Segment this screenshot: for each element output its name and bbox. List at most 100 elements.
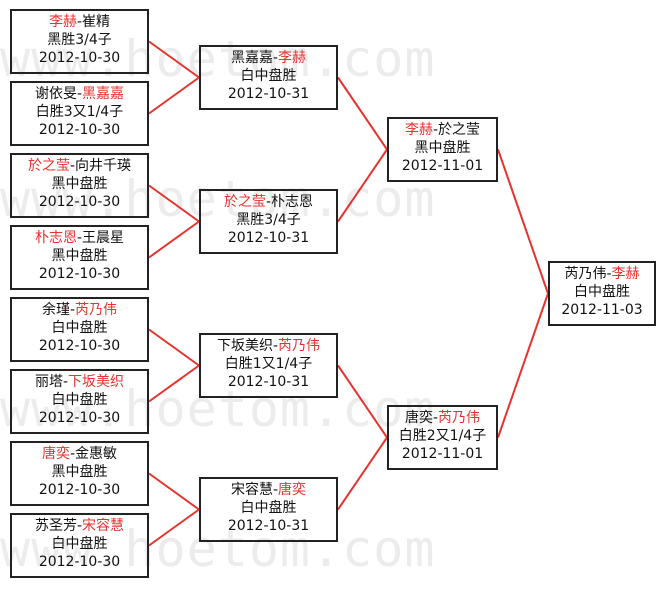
connector-line [337, 148, 388, 223]
match-date: 2012-10-30 [38, 554, 121, 570]
connector-line [148, 328, 200, 367]
match-players: 芮乃伟-李赫 [550, 265, 654, 283]
match-players: 苏圣芳-宋容慧 [12, 517, 147, 535]
connector-line [148, 40, 200, 79]
match-result: 白胜1又1/4子 [224, 356, 313, 372]
match-date: 2012-11-01 [401, 446, 484, 462]
match-date: 2012-10-30 [38, 482, 121, 498]
match-date: 2012-10-30 [38, 338, 121, 354]
player-white: 向井千瑛 [75, 158, 132, 174]
connector-line [148, 76, 200, 115]
player-black: 朴志恩 [34, 230, 77, 246]
match-players: 谢依旻-黑嘉嘉 [12, 85, 147, 103]
connector-line [148, 220, 200, 259]
player-white: 李赫 [611, 266, 640, 282]
player-white: 崔精 [82, 14, 111, 30]
match-players: 李赫-於之莹 [389, 121, 496, 139]
match-date: 2012-10-30 [38, 266, 121, 282]
player-black: 谢依旻 [34, 86, 77, 102]
match-result: 白中盘胜 [51, 320, 108, 336]
player-separator: - [272, 338, 279, 354]
player-white: 宋容慧 [82, 518, 125, 534]
player-separator: - [272, 482, 279, 498]
match-players: 余瑾-芮乃伟 [12, 301, 147, 319]
match-date: 2012-10-31 [227, 518, 310, 534]
match-date: 2012-11-01 [401, 158, 484, 174]
player-separator: - [76, 86, 83, 102]
match-players: 於之莹-朴志恩 [201, 193, 336, 211]
match-box-round-1-8: 苏圣芳-宋容慧白中盘胜 2012-10-30 [10, 513, 149, 578]
player-separator: - [76, 14, 83, 30]
match-result: 白胜2又1/4子 [398, 428, 487, 444]
player-separator: - [69, 446, 76, 462]
connector-line [337, 364, 388, 439]
match-result: 白中盘胜 [240, 68, 297, 84]
match-box-round-1-5: 余瑾-芮乃伟白中盘胜 2012-10-30 [10, 297, 149, 362]
player-separator: - [432, 122, 439, 138]
match-players: 朴志恩-王晨星 [12, 229, 147, 247]
player-separator: - [432, 410, 439, 426]
player-black: 於之莹 [27, 158, 70, 174]
player-white: 金惠敏 [75, 446, 118, 462]
player-black: 李赫 [48, 14, 77, 30]
player-white: 下坂美织 [68, 374, 125, 390]
match-players: 黑嘉嘉-李赫 [201, 49, 336, 67]
player-white: 李赫 [278, 50, 307, 66]
match-result: 白胜3又1/4子 [35, 104, 124, 120]
match-result: 白中盘胜 [240, 500, 297, 516]
player-separator: - [272, 50, 279, 66]
match-players: 丽塔-下坂美织 [12, 373, 147, 391]
connector-line [148, 472, 200, 511]
player-black: 余瑾 [41, 302, 70, 318]
player-black: 李赫 [404, 122, 433, 138]
match-players: 於之莹-向井千瑛 [12, 157, 147, 175]
match-box-round-3-2: 唐奕-芮乃伟白胜2又1/4子 2012-11-01 [387, 405, 498, 470]
match-players: 唐奕-金惠敏 [12, 445, 147, 463]
player-black: 唐奕 [41, 446, 70, 462]
connector-line [148, 184, 200, 223]
player-black: 下坂美织 [216, 338, 273, 354]
player-black: 芮乃伟 [564, 266, 607, 282]
match-result: 白中盘胜 [51, 536, 108, 552]
match-result: 白中盘胜 [51, 392, 108, 408]
match-box-round-2-4: 宋容慧-唐奕白中盘胜 2012-10-31 [199, 477, 338, 542]
connector-line [148, 364, 200, 403]
player-separator: - [265, 194, 272, 210]
player-black: 於之莹 [223, 194, 266, 210]
match-result: 白中盘胜 [574, 284, 630, 300]
player-white: 芮乃伟 [278, 338, 321, 354]
connector-line [497, 293, 549, 438]
match-result: 黑中盘胜 [51, 248, 108, 264]
match-date: 2012-10-31 [227, 374, 310, 390]
match-result: 黑中盘胜 [51, 176, 108, 192]
player-black: 苏圣芳 [34, 518, 77, 534]
player-white: 於之莹 [438, 122, 481, 138]
player-black: 丽塔 [34, 374, 63, 390]
match-result: 黑中盘胜 [414, 140, 471, 156]
match-date: 2012-10-31 [227, 230, 310, 246]
match-date: 2012-10-30 [38, 194, 121, 210]
match-players: 宋容慧-唐奕 [201, 481, 336, 499]
match-players: 下坂美织-芮乃伟 [201, 337, 336, 355]
connector-line [148, 508, 200, 547]
match-players: 李赫-崔精 [12, 13, 147, 31]
match-box-round-1-4: 朴志恩-王晨星黑中盘胜 2012-10-30 [10, 225, 149, 290]
match-result: 黑中盘胜 [51, 464, 108, 480]
player-black: 黑嘉嘉 [230, 50, 273, 66]
match-players: 唐奕-芮乃伟 [389, 409, 496, 427]
connector-line [497, 149, 549, 294]
player-black: 唐奕 [404, 410, 433, 426]
match-result: 黑胜3/4子 [47, 32, 112, 48]
match-date: 2012-10-31 [227, 86, 310, 102]
player-separator: - [62, 374, 69, 390]
